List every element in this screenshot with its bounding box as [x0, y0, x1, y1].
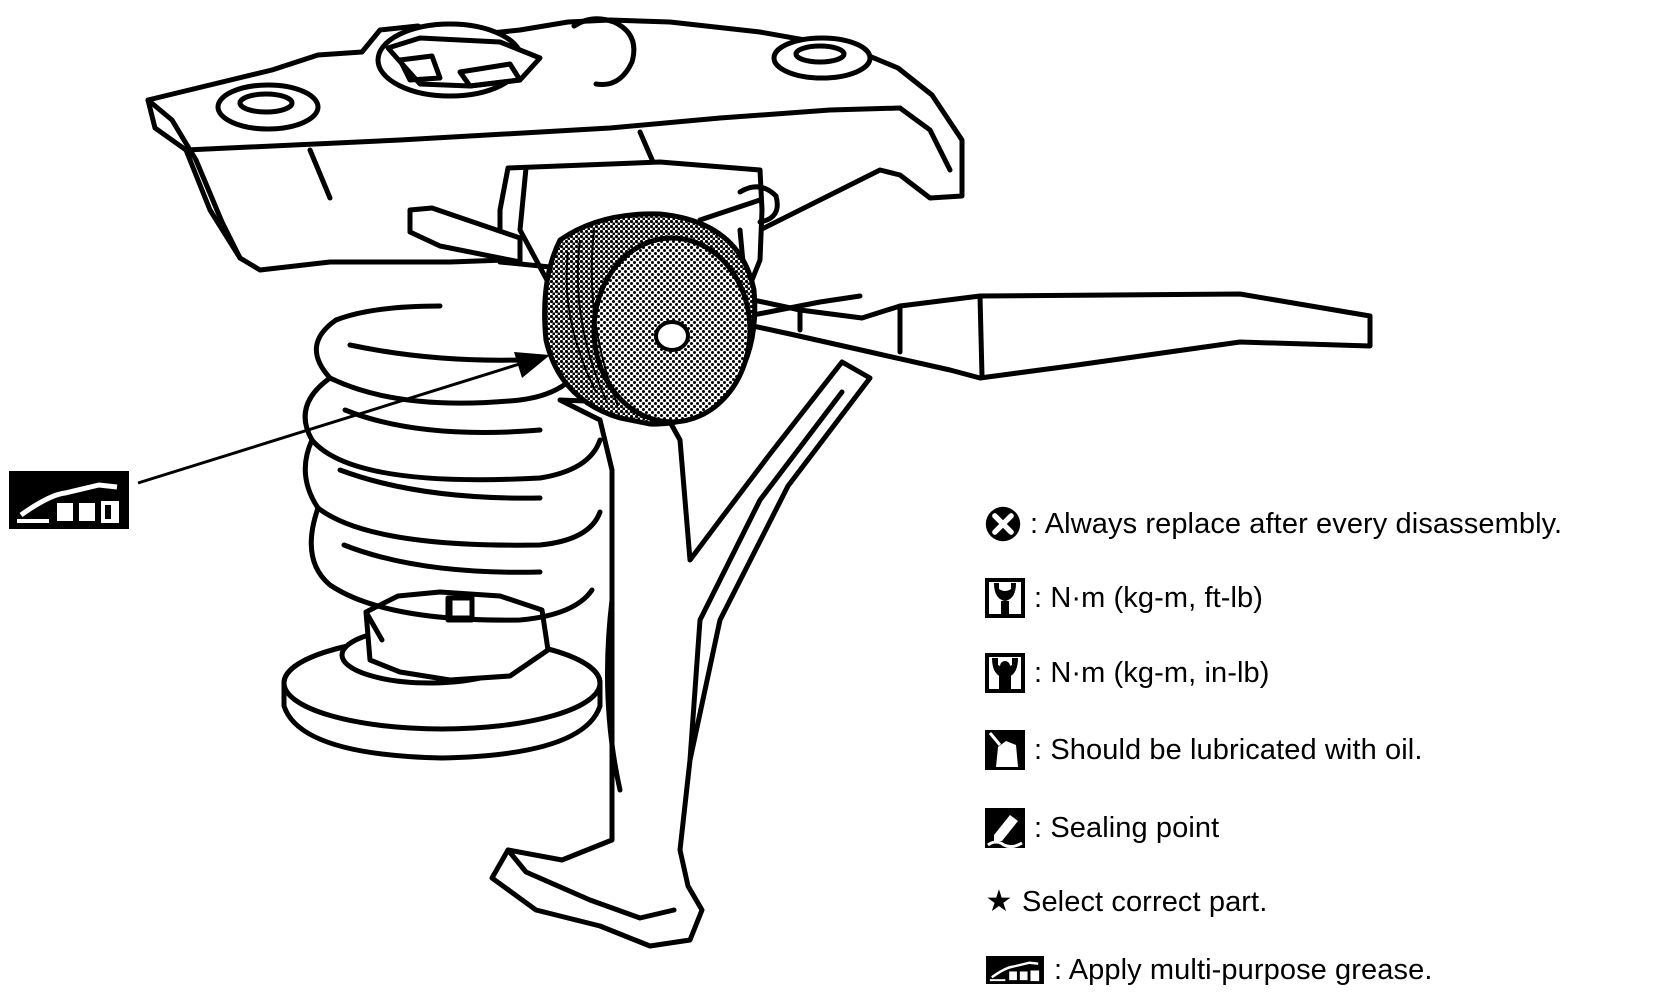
wrench-outline-icon — [985, 578, 1025, 618]
multi-purpose-grease-icon — [9, 471, 129, 529]
replace-x-icon — [985, 506, 1021, 542]
legend-sealing-point: : Sealing point — [984, 806, 1219, 850]
legend-grease-text: : Apply multi-purpose grease. — [1054, 953, 1433, 986]
striker-roller — [542, 211, 758, 427]
oil-can-icon — [985, 730, 1025, 770]
legend-grease: : Apply multi-purpose grease. — [984, 948, 1432, 992]
legend-torque-in-lb-text: : N·m (kg-m, in-lb) — [1034, 656, 1270, 689]
hood-lock-lever — [741, 291, 1373, 381]
sealant-icon — [985, 808, 1025, 849]
grease-callout-leader — [137, 352, 550, 485]
legend-sealing-point-text: : Sealing point — [1034, 811, 1220, 844]
grease-gun-icon — [986, 956, 1044, 984]
legend-always-replace-text: : Always replace after every disassembly… — [1030, 507, 1563, 540]
legend-lubricate-oil-text: : Should be lubricated with oil. — [1034, 733, 1423, 766]
star-icon: ★ — [985, 885, 1013, 918]
secondary-latch-hook — [489, 359, 873, 949]
wrench-filled-icon — [985, 653, 1025, 693]
coil-spring — [302, 303, 603, 623]
legend-lubricate-oil: : Should be lubricated with oil. — [984, 728, 1422, 772]
base-plate — [281, 589, 603, 761]
legend-always-replace: : Always replace after every disassembly… — [984, 502, 1562, 546]
legend-select-part-text: Select correct part. — [1022, 885, 1268, 918]
legend-torque-ft-lb: : N·m (kg-m, ft-lb) — [984, 576, 1263, 620]
legend-torque-in-lb: : N·m (kg-m, in-lb) — [984, 651, 1270, 695]
legend-torque-ft-lb-text: : N·m (kg-m, ft-lb) — [1034, 581, 1264, 614]
legend-select-part: ★ Select correct part. — [984, 880, 1268, 924]
